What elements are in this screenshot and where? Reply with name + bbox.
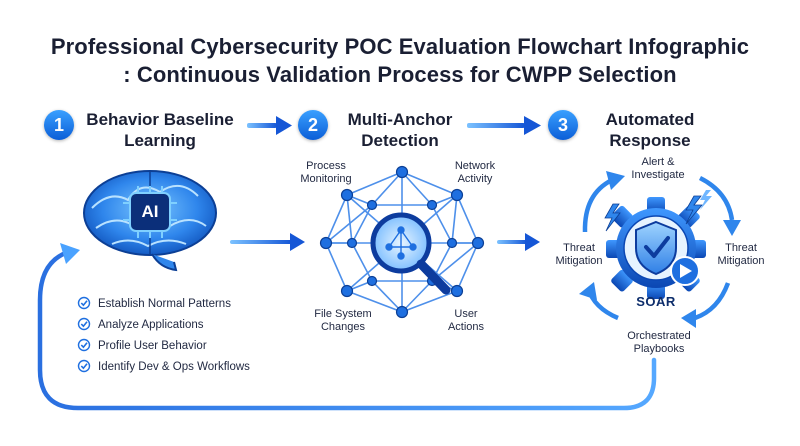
anchor-network-activity: Network Activity — [454, 160, 496, 185]
arrow-right-icon — [497, 233, 540, 251]
checklist: Establish Normal Patterns Analyze Applic… — [78, 293, 250, 377]
list-item: Profile User Behavior — [98, 339, 207, 352]
feedback-loop-arrow — [37, 243, 657, 411]
lightning-icon — [685, 195, 703, 225]
check-circle-icon — [77, 338, 91, 352]
play-icon — [670, 256, 700, 286]
step-3-number-badge: 3 — [548, 110, 578, 140]
list-item: Establish Normal Patterns — [98, 297, 231, 310]
checklist-icons — [77, 296, 91, 373]
step-1-label: Behavior Baseline Learning — [86, 110, 234, 150]
cycle-threat-mitigation-left: Threat Mitigation — [555, 242, 603, 267]
cycle-orchestrated-playbooks: Orchestrated Playbooks — [627, 330, 691, 355]
soar-label: SOAR — [636, 294, 676, 309]
check-circle-icon — [77, 296, 91, 310]
arrow-right-icon — [230, 233, 305, 251]
check-circle-icon — [77, 359, 91, 373]
arrow-right-icon — [247, 116, 292, 135]
title-line-1: Professional Cybersecurity POC Evaluatio… — [50, 34, 750, 59]
list-item: Analyze Applications — [98, 318, 204, 331]
check-circle-icon — [77, 317, 91, 331]
list-item: Identify Dev & Ops Workflows — [98, 360, 250, 373]
step-3-label: Automated Response — [605, 110, 695, 150]
detection-network-icon — [319, 165, 485, 319]
cycle-threat-mitigation-right: Threat Mitigation — [717, 242, 765, 267]
anchor-process-monitoring: Process Monitoring — [300, 160, 352, 185]
title-line-2: : Continuous Validation Process for CWPP… — [123, 62, 677, 87]
anchor-file-system-changes: File System Changes — [314, 308, 372, 333]
step-2-number-badge: 2 — [298, 110, 328, 140]
ai-chip-label: AI — [141, 202, 159, 221]
lightning-icon — [700, 190, 712, 210]
lightning-icon — [604, 203, 621, 232]
soar-cycle-arrows — [579, 171, 741, 328]
step-1-number-badge: 1 — [44, 110, 74, 140]
magnifier-icon — [370, 212, 451, 295]
step-2-label: Multi-Anchor Detection — [347, 110, 453, 150]
ai-brain-icon — [83, 170, 217, 272]
arrow-right-icon — [467, 116, 541, 135]
anchor-user-actions: User Actions — [447, 308, 485, 333]
cycle-alert-investigate: Alert & Investigate — [631, 156, 685, 181]
